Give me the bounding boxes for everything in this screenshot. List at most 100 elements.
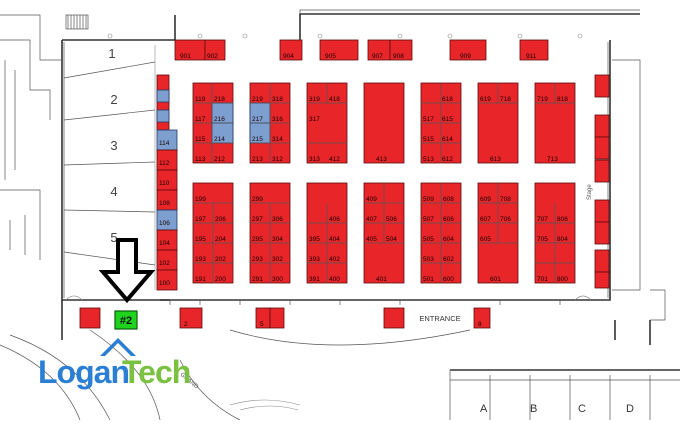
booth-label: 507 xyxy=(423,216,434,223)
booth-label: 619 xyxy=(480,96,491,103)
booth[interactable] xyxy=(156,89,170,103)
booth-label: 515 xyxy=(423,136,434,143)
upper-block-2: 219 318 217 316 215 314 213 312 xyxy=(249,82,291,164)
booth[interactable] xyxy=(179,307,203,329)
booth-label: 806 xyxy=(557,216,568,223)
booth[interactable] xyxy=(383,307,405,329)
bottom-row-booths: #2 2 5 8 ENTRANCE xyxy=(79,307,491,330)
booth[interactable] xyxy=(79,307,101,329)
booth[interactable] xyxy=(594,114,610,138)
booth-label: 114 xyxy=(159,140,170,147)
booth-label: 713 xyxy=(547,156,558,163)
booth-label: 413 xyxy=(376,156,387,163)
booth-label: 108 xyxy=(159,200,170,207)
booth-label: 193 xyxy=(195,256,206,263)
zone-label: 3 xyxy=(110,138,117,153)
upper-block-6: 619 718 613 xyxy=(477,82,519,164)
booth-label: 504 xyxy=(386,236,397,243)
lower-block-5: 509 608 507 606 505 604 503 602 501 600 xyxy=(420,182,462,284)
booth-label: 601 xyxy=(490,276,501,283)
booth-label: 100 xyxy=(159,280,170,287)
booth[interactable] xyxy=(204,39,226,61)
booth-label: 197 xyxy=(195,216,206,223)
booth-label: 701 xyxy=(537,276,548,283)
logantech-logo: Logan Tech xyxy=(38,338,191,390)
booth-label: 313 xyxy=(309,156,320,163)
booth[interactable] xyxy=(594,249,610,273)
booth[interactable] xyxy=(594,221,610,245)
zone-label: 4 xyxy=(110,184,117,199)
lower-block-2: 299 306 297 304 295 302 293 300 291 xyxy=(249,182,291,284)
booth[interactable] xyxy=(156,109,170,123)
booth-label: 304 xyxy=(272,236,283,243)
upper-block-5: 618 517 615 515 614 513 612 xyxy=(420,82,462,164)
booth-label: 400 xyxy=(329,276,340,283)
booth-label: 293 xyxy=(252,256,263,263)
booth[interactable] xyxy=(519,39,549,61)
booth-label: 608 xyxy=(443,196,454,203)
booth-label: 804 xyxy=(557,236,568,243)
booth-label: 5 xyxy=(260,321,264,328)
logo-tech: Tech xyxy=(122,354,190,390)
booth[interactable] xyxy=(594,136,610,160)
booth[interactable] xyxy=(319,39,359,61)
booth-label: 908 xyxy=(393,53,404,60)
top-row-booths: 901 902 904 905 907 908 909 911 xyxy=(174,39,549,61)
booth-label: 300 xyxy=(272,276,283,283)
booth-label: 199 xyxy=(195,196,206,203)
booth[interactable] xyxy=(594,159,610,183)
booth-label: 8 xyxy=(478,321,482,328)
booth[interactable] xyxy=(279,39,303,61)
booth-label: 418 xyxy=(329,96,340,103)
booth-label: 404 xyxy=(329,236,340,243)
booth-label: 907 xyxy=(372,53,383,60)
booth-label: 407 xyxy=(366,216,377,223)
booth-label: 503 xyxy=(423,256,434,263)
booth[interactable] xyxy=(156,269,178,291)
booth-label: 904 xyxy=(283,53,294,60)
booth[interactable] xyxy=(594,199,610,223)
booth-label: 607 xyxy=(480,216,491,223)
booth-label: 406 xyxy=(329,216,340,223)
booth-label: 614 xyxy=(442,136,453,143)
booth-label: 216 xyxy=(214,116,225,123)
booth[interactable] xyxy=(449,39,487,61)
booth-label: 719 xyxy=(537,96,548,103)
stage-label: Stage xyxy=(587,184,593,200)
booth-label: 909 xyxy=(460,53,471,60)
booth-label: 606 xyxy=(443,216,454,223)
hall-walls xyxy=(0,9,680,421)
booth-label: 306 xyxy=(272,216,283,223)
down-arrow-icon xyxy=(98,238,156,304)
booth[interactable] xyxy=(473,307,491,329)
booth-label: 204 xyxy=(215,236,226,243)
booth-label: 106 xyxy=(159,220,170,227)
booth-label: 316 xyxy=(272,116,283,123)
booth-label: 708 xyxy=(500,196,511,203)
booth-label: 206 xyxy=(215,216,226,223)
booth-label: 706 xyxy=(500,216,511,223)
booth-label: 505 xyxy=(423,236,434,243)
booth-label: 718 xyxy=(500,96,511,103)
booth-label: 102 xyxy=(159,260,170,267)
lower-block-3: 406 395 404 393 402 391 400 xyxy=(306,182,348,284)
booth-label: 818 xyxy=(557,96,568,103)
booth-label: 195 xyxy=(195,236,206,243)
booth[interactable] xyxy=(389,39,413,61)
booth[interactable] xyxy=(594,74,610,98)
booth-label: 113 xyxy=(195,156,206,163)
booth-label: 104 xyxy=(159,240,170,247)
entrance-label: ENTRANCE xyxy=(419,314,460,323)
booth-label: 509 xyxy=(423,196,434,203)
booth-label: 393 xyxy=(309,256,320,263)
upper-block-1: 119 218 117 216 115 214 113 212 xyxy=(192,82,234,164)
booth-label: 409 xyxy=(366,196,377,203)
zone-label: 1 xyxy=(108,46,115,61)
booth-label: 214 xyxy=(214,136,225,143)
booth[interactable] xyxy=(269,307,285,329)
booth[interactable] xyxy=(594,271,610,289)
booth-block[interactable] xyxy=(363,82,405,164)
highlighted-booth[interactable] xyxy=(114,310,138,330)
upper-block-4: 413 xyxy=(363,82,405,164)
